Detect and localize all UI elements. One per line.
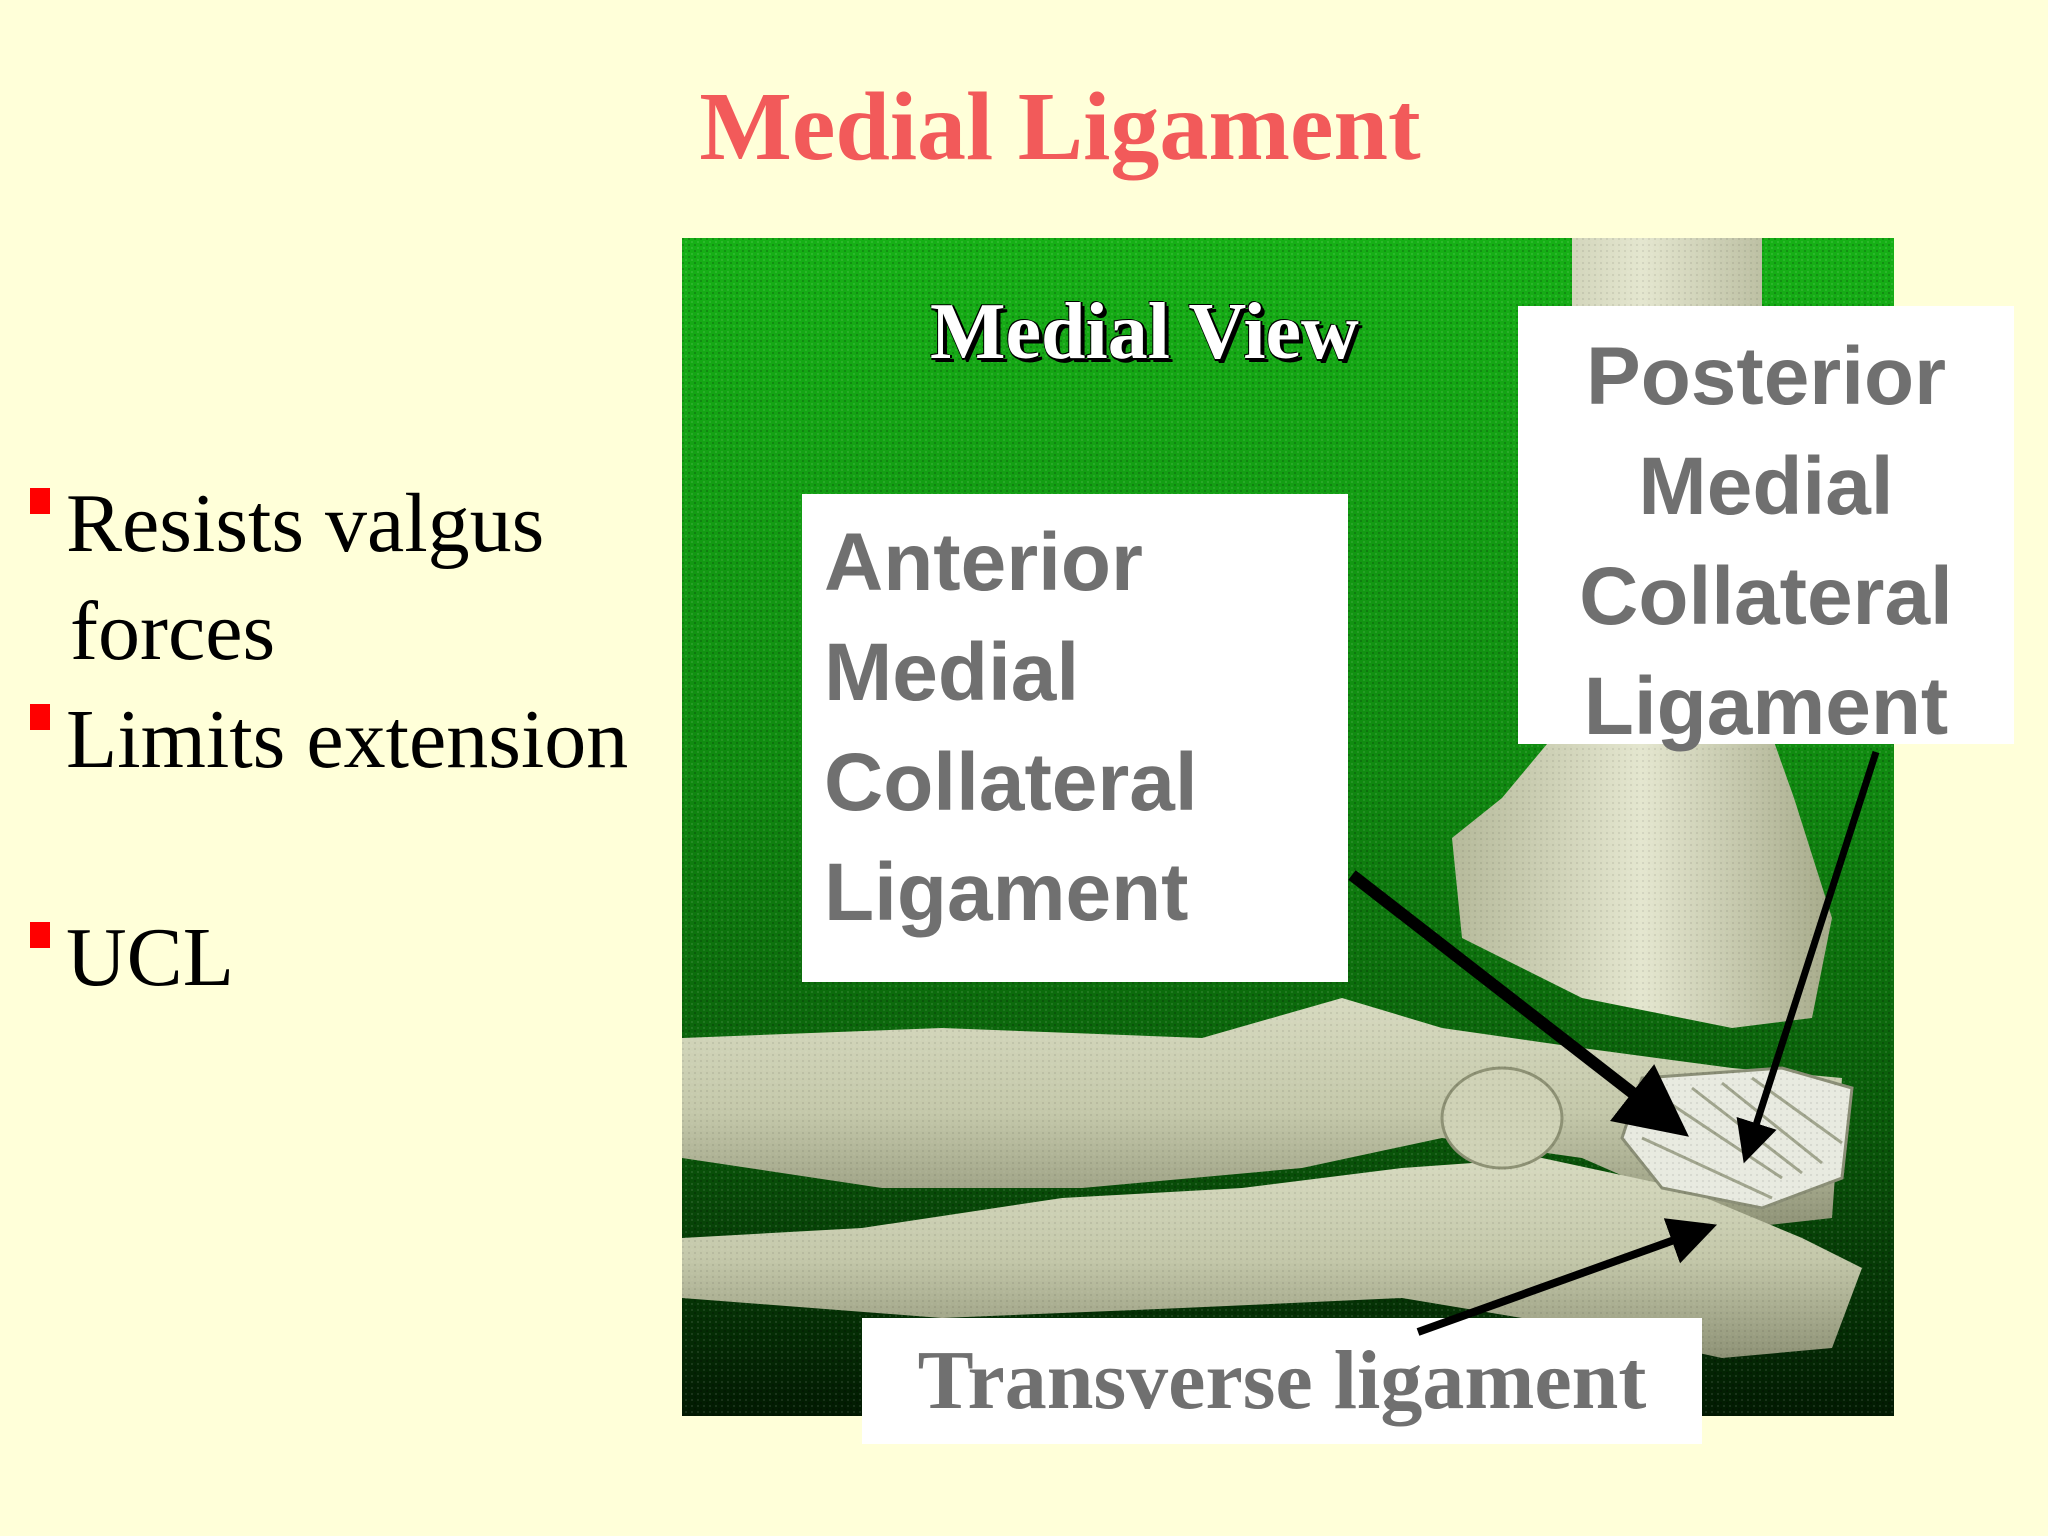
transverse-arrow <box>1416 1218 1718 1336</box>
label-line: Anterior <box>824 517 1143 608</box>
bullet-text: UCL <box>66 911 234 1004</box>
bullet-text: forces <box>70 585 276 678</box>
slide-title: Medial Ligament <box>699 73 1421 181</box>
bullet-item: Resists valgus forces <box>30 470 690 686</box>
label-line: Collateral <box>824 737 1198 828</box>
label-line: Posterior <box>1586 331 1946 422</box>
anterior-mcl-label: Anterior Medial Collateral Ligament <box>802 494 1348 982</box>
bullet-item: Limits extension <box>30 686 690 794</box>
bullet-item: UCL <box>30 904 690 1012</box>
label-line: Ligament <box>1583 661 1949 752</box>
label-line: Medial <box>1638 441 1894 532</box>
square-bullet-icon <box>30 488 50 514</box>
transverse-ligament-label: Transverse ligament <box>862 1318 1702 1444</box>
medial-view-title: Medial View <box>930 288 1359 376</box>
posterior-mcl-label: Posterior Medial Collateral Ligament <box>1518 306 2014 752</box>
posterior-arrow <box>1736 750 1880 1164</box>
label-line: Collateral <box>1579 551 1953 642</box>
label-line: Ligament <box>824 847 1189 938</box>
label-line: Medial <box>824 627 1080 718</box>
bullet-list: Resists valgus forces Limits extension U… <box>30 470 690 1012</box>
bullet-text: Limits extension <box>66 693 629 786</box>
square-bullet-icon <box>30 922 50 948</box>
anterior-arrow <box>1348 870 1689 1137</box>
square-bullet-icon <box>30 704 50 730</box>
bullet-text: Resists valgus <box>66 477 545 570</box>
